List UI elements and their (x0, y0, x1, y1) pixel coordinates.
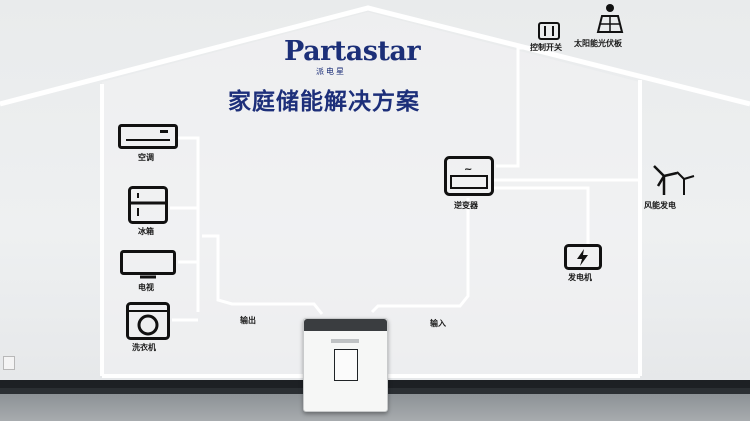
television-label: 电视 (138, 283, 154, 292)
inverter-label: 逆变器 (454, 201, 478, 210)
wiring-lines (170, 46, 640, 322)
svg-text:~: ~ (464, 164, 472, 175)
battery-nameplate (331, 339, 359, 343)
solar-panel-icon (596, 4, 624, 33)
wind-turbine-icon (653, 165, 695, 195)
refrigerator-icon (128, 186, 168, 224)
house-roof-line (0, 5, 750, 107)
washing-machine-label: 洗衣机 (132, 343, 156, 352)
battery-display-screen (334, 349, 358, 381)
partastar-logo: Partastar (284, 36, 421, 67)
air-conditioner-icon (118, 124, 178, 149)
generator-icon (564, 244, 602, 270)
control-switch-icon (538, 22, 560, 40)
wall-outlet (3, 356, 15, 370)
battery-storage-unit (303, 318, 388, 412)
battery-top-panel (304, 319, 387, 331)
television-icon (120, 250, 176, 279)
washing-machine-icon (126, 302, 170, 340)
generator-label: 发电机 (568, 273, 592, 282)
wind-power-label: 风能发电 (644, 201, 676, 210)
output-label: 输出 (240, 316, 256, 325)
inverter-icon: ~ (444, 156, 494, 196)
air-conditioner-label: 空调 (138, 153, 154, 162)
display-headline: 家庭储能解决方案 (228, 89, 420, 115)
logo-subtitle: 派电星 (316, 67, 346, 76)
refrigerator-label: 冰箱 (138, 227, 154, 236)
control-switch-label: 控制开关 (530, 43, 562, 52)
solar-panel-label: 太阳能光伏板 (574, 39, 622, 48)
input-label: 输入 (430, 319, 446, 328)
